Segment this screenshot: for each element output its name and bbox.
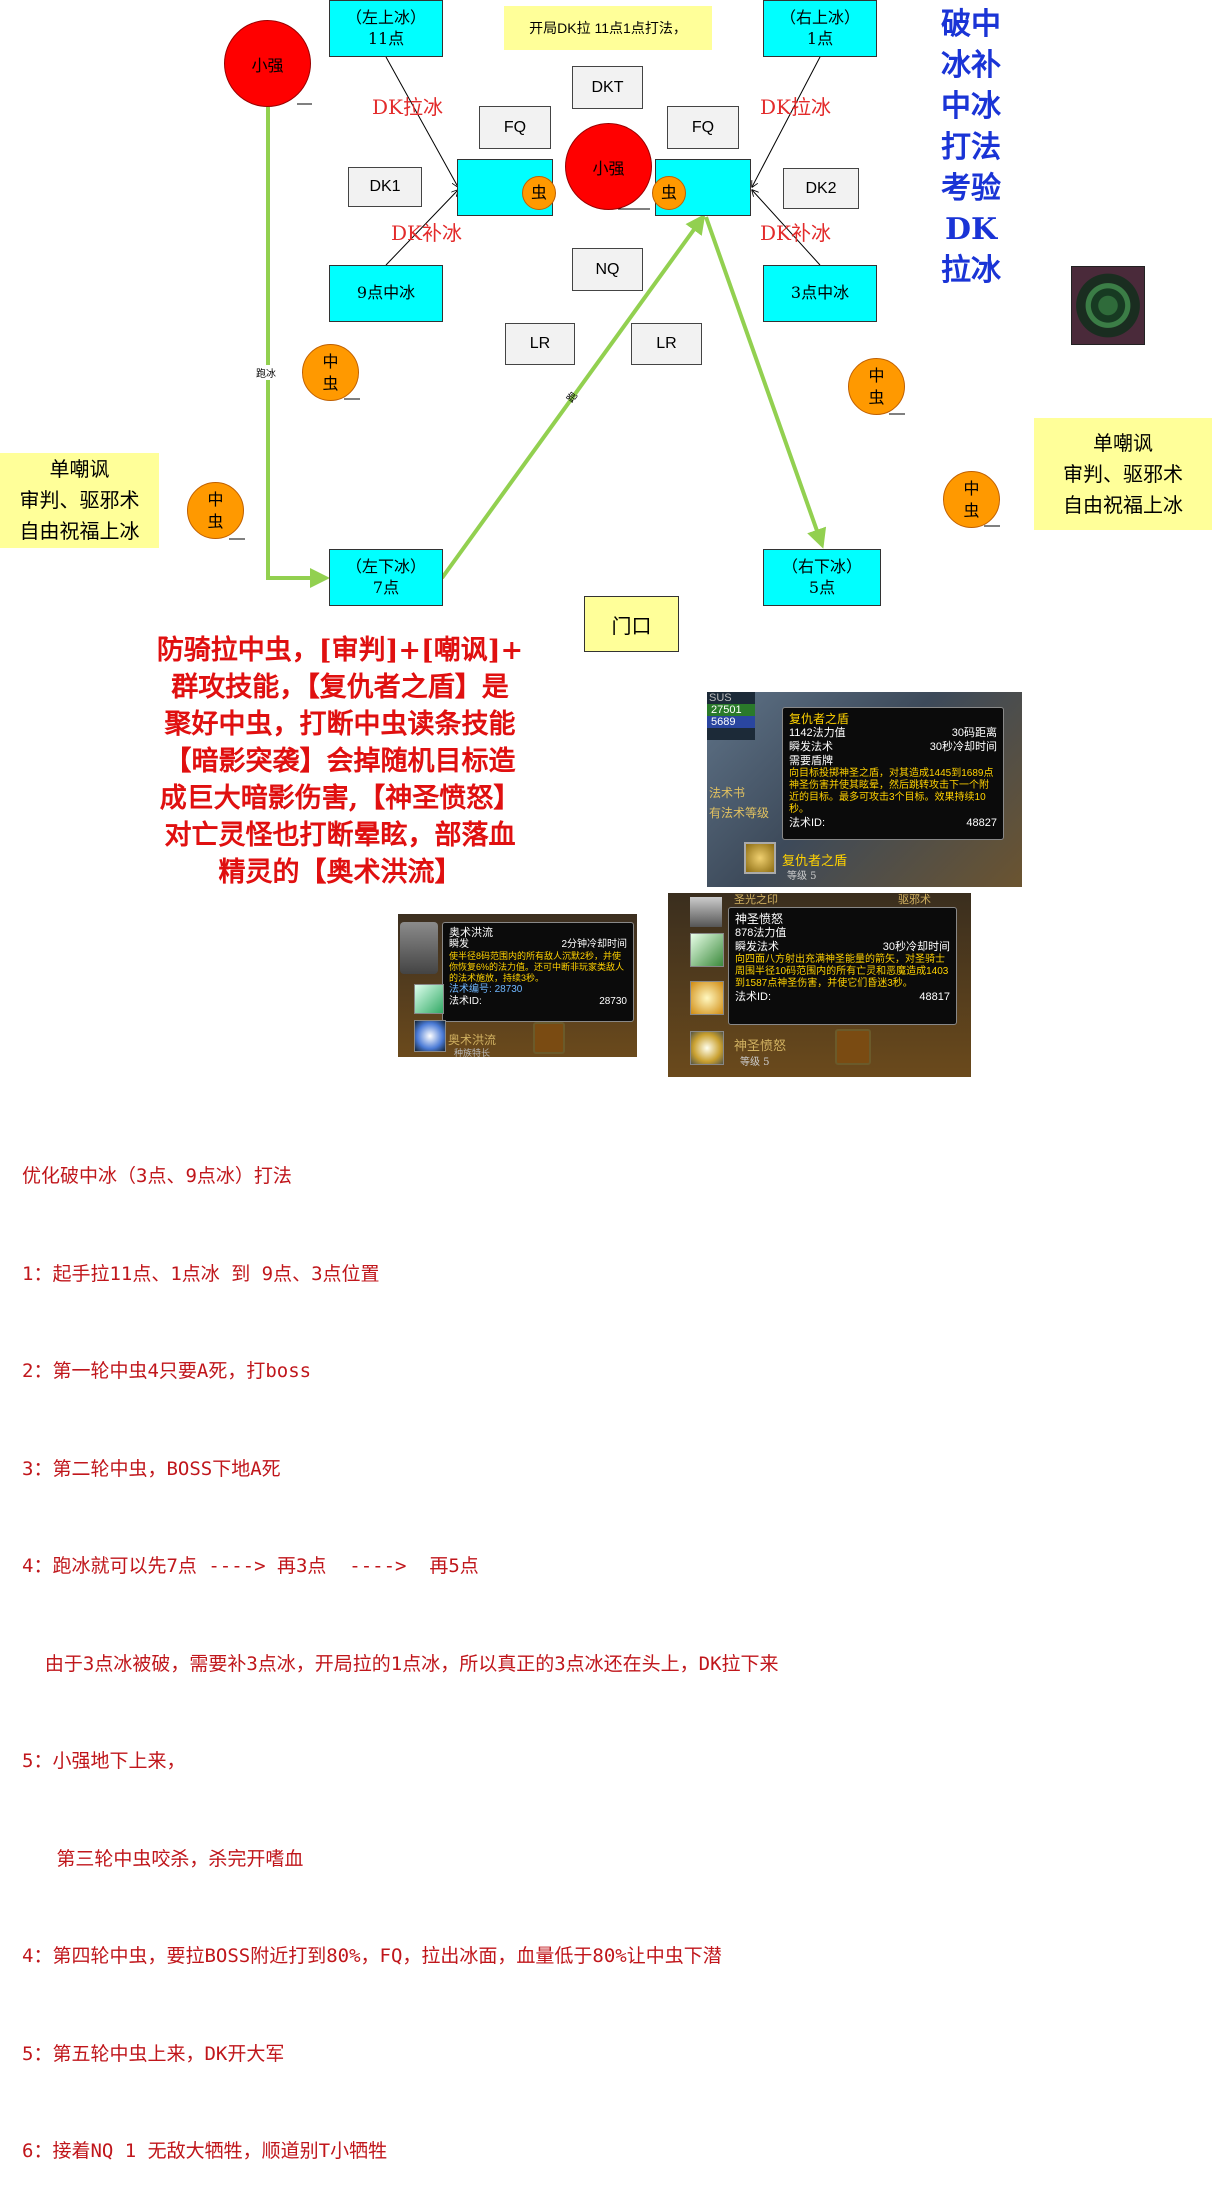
- note-line: 由于3点冰被破，需要补3点冰，开局拉的1点冰，所以真正的3点冰还在头上，DK拉下…: [22, 1652, 779, 1675]
- ice-top-right-1: （右上冰） 1点: [763, 0, 877, 57]
- zhongchong-2: 中虫: [187, 482, 244, 539]
- note-line: 3：第二轮中虫，BOSS下地A死: [22, 1457, 281, 1480]
- main-explanation: 防骑拉中虫，[审判]+[嘲讽]+ 群攻技能，【复仇者之盾】是 聚好中虫，打断中虫…: [156, 635, 524, 888]
- run-path-to-5: [704, 216, 827, 549]
- spell-icon-1: [414, 984, 444, 1014]
- opening-strategy-note: 开局DK拉 11点1点打法，: [504, 6, 712, 50]
- note-line: 4：跑冰就可以先7点 ----> 再3点 ----> 再5点: [22, 1555, 479, 1577]
- xiaoqiang-top-left: 小强: [224, 20, 311, 107]
- door-entrance: 门口: [584, 596, 679, 652]
- spell-icon-c: [690, 981, 724, 1015]
- note-line: 1：起手拉11点、1点冰 到 9点、3点位置: [22, 1262, 380, 1285]
- side-note-left: 单嘲讽 审判、驱邪术 自由祝福上冰: [0, 453, 159, 548]
- role-lr-left: LR: [505, 323, 575, 365]
- note-line: 优化破中冰（3点、9点冰）打法: [22, 1165, 292, 1187]
- role-fq-left: FQ: [479, 106, 551, 149]
- chong-right: 虫: [652, 176, 686, 210]
- note-line: 4：第四轮中虫，要拉BOSS附近打到80%，FQ，拉出冰面，血量低于80%让中虫…: [22, 1945, 722, 1967]
- rune-icon: [1071, 266, 1145, 345]
- xiaoqiang-center: 小强: [565, 123, 652, 210]
- spell-icon-a: [690, 897, 722, 927]
- note-line: 2：第一轮中虫4只要A死，打boss: [22, 1360, 312, 1382]
- note-line: 5：小强地下上来，: [22, 1750, 186, 1772]
- holy-wrath-icon: [690, 1031, 724, 1065]
- role-nq: NQ: [572, 248, 643, 291]
- role-fq-right: FQ: [667, 106, 739, 149]
- chong-left: 虫: [522, 176, 556, 210]
- role-dk2: DK2: [783, 168, 859, 209]
- avengers-shield-icon: [744, 842, 776, 874]
- arcane-torrent-portrait: [400, 922, 438, 974]
- note-line: 6：接着NQ 1 无敌大牺牲，顺道别T小牺牲: [22, 2140, 388, 2162]
- vertical-title: 破中 冰补 中冰 打法 考验 DK 拉冰: [941, 7, 1001, 288]
- connector-3-to-right-pool: [752, 190, 821, 266]
- zhongchong-3: 中虫: [848, 358, 905, 415]
- role-dkt: DKT: [572, 66, 643, 109]
- zhongchong-1: 中虫: [302, 344, 359, 401]
- connector-11-to-left-pool: [385, 56, 458, 187]
- role-dk1: DK1: [348, 167, 422, 207]
- ice-top-left-11: （左上冰） 11点: [329, 0, 443, 57]
- strategy-notes: 优化破中冰（3点、9点冰）打法 1：起手拉11点、1点冰 到 9点、3点位置 2…: [22, 1095, 779, 2200]
- ice-mid-right-3: 3点中冰: [763, 265, 877, 322]
- label-dk-pull-right: DK拉冰: [760, 95, 831, 119]
- ice-bottom-left-7: （左下冰） 7点: [329, 549, 443, 606]
- note-line: 第三轮中虫咬杀，杀完开嗜血: [22, 1847, 304, 1870]
- label-run-ice: 跑冰: [255, 365, 277, 380]
- label-dk-fill-left: DK补冰: [391, 221, 462, 245]
- role-lr-right: LR: [631, 323, 702, 365]
- side-note-right: 单嘲讽 审判、驱邪术 自由祝福上冰: [1034, 418, 1212, 530]
- run-path-left: [266, 105, 330, 588]
- run-path-to-3: [440, 213, 706, 580]
- zhongchong-4: 中虫: [943, 471, 1000, 528]
- diagram-lines: [229, 56, 1000, 588]
- connector-1-to-right-pool: [752, 56, 821, 187]
- spell-icon-b: [690, 933, 724, 967]
- ice-mid-left-9: 9点中冰: [329, 265, 443, 322]
- arcane-torrent-icon: [414, 1020, 446, 1052]
- label-dk-pull-left: DK拉冰: [372, 95, 443, 119]
- connector-9-to-left-pool: [385, 190, 458, 266]
- note-line: 5：第五轮中虫上来，DK开大军: [22, 2042, 285, 2065]
- label-dk-fill-right: DK补冰: [760, 221, 831, 245]
- ice-bottom-right-5: （右下冰） 5点: [763, 549, 881, 606]
